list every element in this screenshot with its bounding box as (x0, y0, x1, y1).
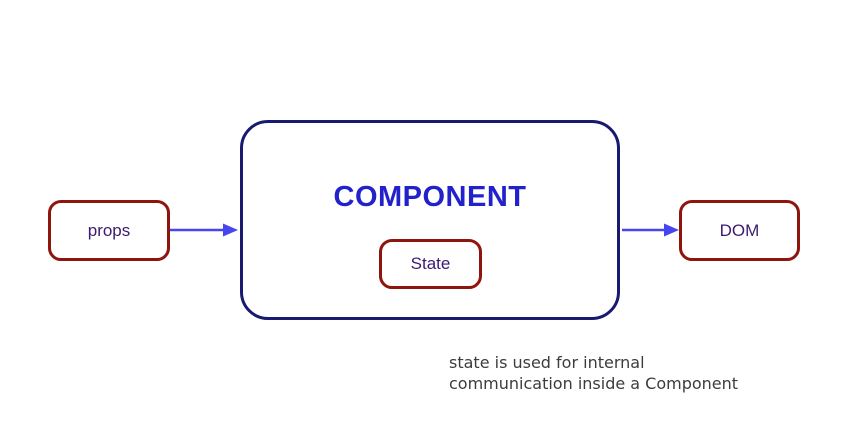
state-node-label: State (410, 254, 451, 273)
caption-line-1: state is used for internal (449, 353, 645, 372)
arrow-props-to-component (170, 223, 238, 237)
props-node: props (48, 200, 170, 261)
dom-node: DOM (679, 200, 800, 261)
caption: state is used for internal communication… (449, 352, 738, 394)
arrow-component-to-dom (622, 223, 679, 237)
arrow-head-icon (664, 223, 679, 237)
props-node-label: props (87, 220, 131, 240)
arrow-head-icon (223, 223, 238, 237)
component-node-title: COMPONENT (333, 181, 527, 213)
dom-node-label: DOM (719, 220, 760, 240)
caption-line-2: communication inside a Component (449, 374, 739, 393)
component-node: COMPONENT State (240, 120, 620, 320)
state-node: State (379, 239, 482, 289)
